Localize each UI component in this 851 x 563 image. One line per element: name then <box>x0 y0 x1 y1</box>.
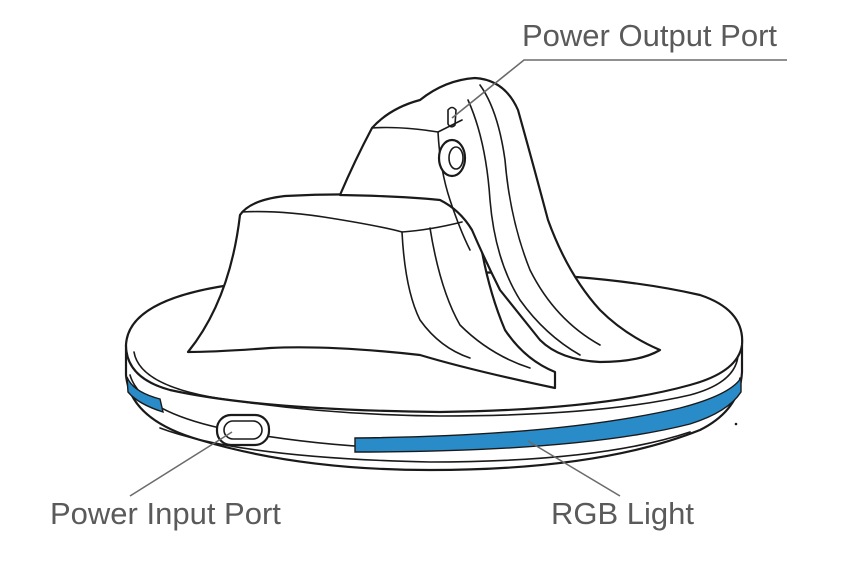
tower-side-curve <box>467 99 581 356</box>
label-power-input-port: Power Input Port <box>50 496 281 531</box>
cradle-lower-body <box>186 193 557 390</box>
rgb-light-front <box>354 375 742 453</box>
usb-c-port-inner <box>223 420 263 440</box>
base-rim-ring <box>133 351 739 417</box>
label-power-output-port: Power Output Port <box>522 18 777 53</box>
cradle-lower-inner-edge <box>429 227 531 369</box>
power-input-port-graphic <box>215 413 271 447</box>
label-rgb-light: RGB Light <box>551 496 694 531</box>
callout-power-input-port: Power Input Port <box>50 431 281 531</box>
rgb-light-strips <box>126 375 742 453</box>
output-port-contact-inner <box>448 146 464 170</box>
output-port-pin <box>447 106 457 128</box>
cradle-lower-front-edge <box>401 231 471 359</box>
base-bottom-edge <box>159 427 691 463</box>
tower-body <box>338 76 662 364</box>
leader-line-rgb-light <box>527 440 621 497</box>
rgb-light-left <box>126 376 164 414</box>
tower-ridge <box>479 84 601 346</box>
leader-line-power-input <box>129 431 233 497</box>
cradle-lower-top-face <box>241 210 463 233</box>
callout-power-output-port: Power Output Port <box>451 18 787 119</box>
callout-rgb-light: RGB Light <box>527 440 694 531</box>
power-output-port-graphic <box>437 106 467 178</box>
dock-cradle-lower <box>186 193 557 390</box>
leader-line-power-output <box>451 59 787 119</box>
stray-dot <box>734 422 738 426</box>
output-port-contact <box>437 138 467 178</box>
usb-c-port-outer <box>215 413 271 447</box>
